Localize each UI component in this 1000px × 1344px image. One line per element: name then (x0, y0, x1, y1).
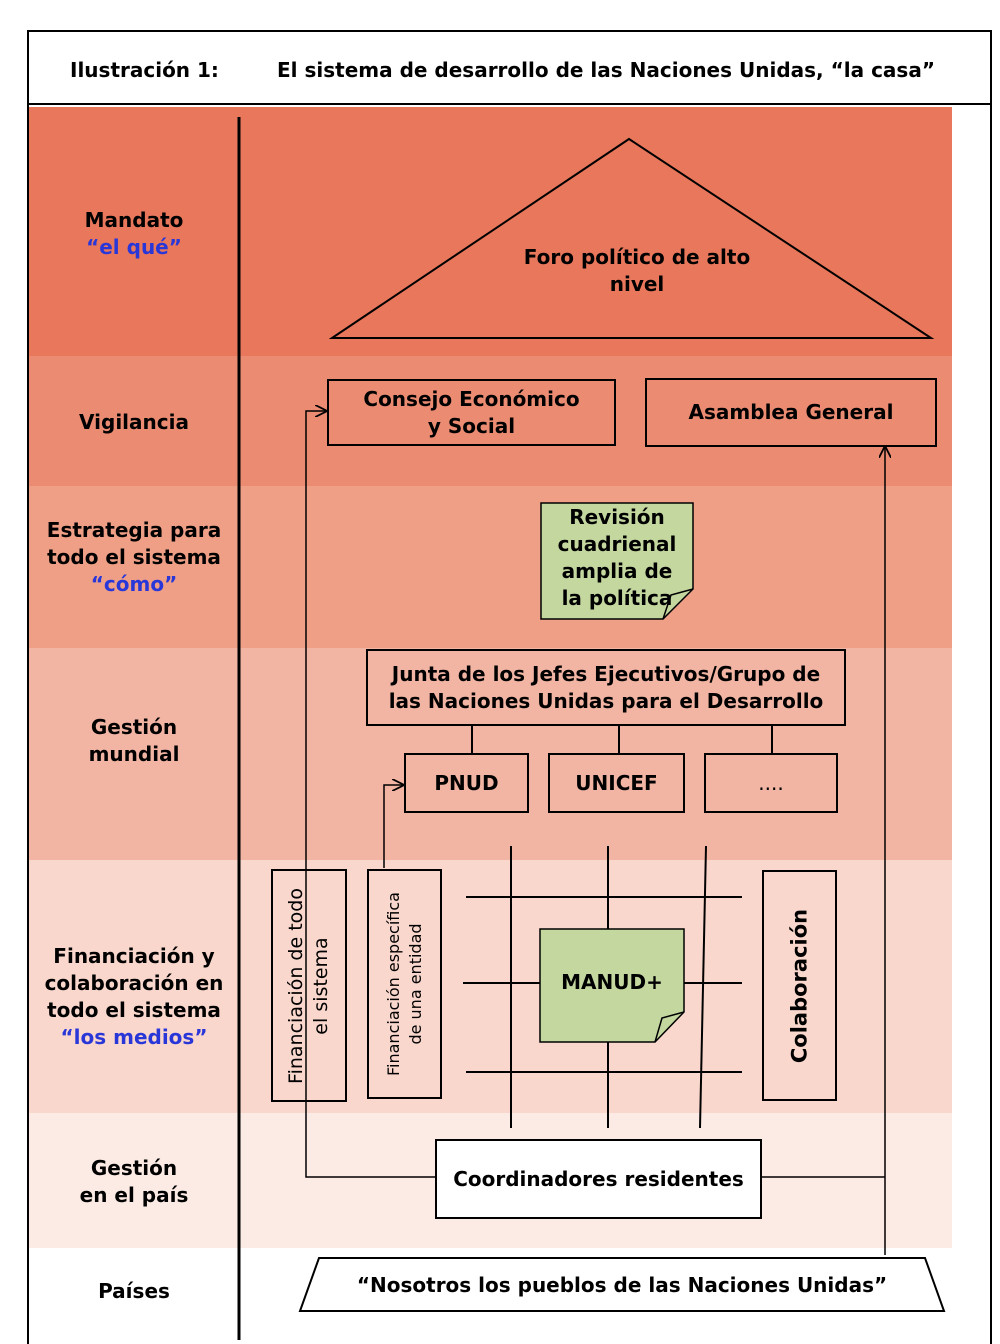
figure-label: Ilustración 1: (70, 58, 219, 82)
fin-especifica-text: Financiación específica de una entidad (383, 892, 427, 1076)
mandato-label: Mandato (84, 208, 184, 232)
pnud-label: PNUD (434, 770, 499, 795)
revision-line4: la política (561, 586, 673, 610)
row-label-paises: Países (29, 1278, 239, 1305)
figure-frame (27, 30, 992, 1344)
revision-note (540, 502, 694, 620)
band-vigilancia (29, 356, 952, 486)
junta-line2: las Naciones Unidas para el Desarrollo (388, 688, 824, 713)
asamblea-label: Asamblea General (688, 400, 894, 424)
unicef-box: UNICEF (548, 753, 685, 813)
junta-box: Junta de los Jefes Ejecutivos/Grupo de l… (366, 649, 846, 726)
manud-note (539, 928, 685, 1043)
gestion-mundial-line1: Gestión (90, 715, 178, 739)
band-estrategia (29, 486, 952, 648)
foro-triangle (328, 137, 935, 339)
revision-line2: cuadrienal (557, 532, 677, 556)
row-label-vigilancia: Vigilancia (29, 409, 239, 436)
revision-line1: Revisión (569, 505, 665, 529)
row-label-estrategia: Estrategia para todo el sistema “cómo” (29, 517, 239, 598)
pueblos-label: “Nosotros los pueblos de las Naciones Un… (356, 1273, 888, 1297)
foro-line1: Foro político de alto (523, 245, 751, 269)
financiacion-line2: colaboración en (44, 971, 224, 995)
row-label-financiacion: Financiación y colaboración en todo el s… (29, 943, 239, 1051)
unicef-label: UNICEF (575, 770, 658, 795)
revision-line3: amplia de (561, 559, 673, 583)
more-label: .... (758, 770, 784, 795)
manud-text: MANUD+ (540, 969, 684, 996)
paises-label: Países (98, 1279, 170, 1303)
junta-line1: Junta de los Jefes Ejecutivos/Grupo de (391, 661, 821, 686)
asamblea-box: Asamblea General (645, 378, 937, 447)
fin-especifica-box: Financiación específica de una entidad (367, 869, 442, 1099)
foro-label: Foro político de alto nivel (500, 244, 774, 298)
coordinadores-box: Coordinadores residentes (435, 1139, 762, 1219)
row-label-gestion-pais: Gestión en el país (29, 1155, 239, 1209)
mandato-sub: “el qué” (86, 235, 182, 259)
foro-line2: nivel (609, 272, 665, 296)
financiacion-sub: “los medios” (60, 1025, 208, 1049)
revision-text: Revisión cuadrienal amplia de la polític… (541, 504, 693, 612)
band-financiacion (29, 860, 952, 1113)
coordinadores-label: Coordinadores residentes (453, 1166, 744, 1191)
manud-label: MANUD+ (561, 970, 663, 994)
fin-todo-text: Financiación de todo el sistema (284, 888, 334, 1084)
row-label-gestion-mundial: Gestión mundial (29, 714, 239, 768)
financiacion-line3: todo el sistema (47, 998, 221, 1022)
fin-especifica-line2: de una entidad (405, 923, 425, 1045)
fin-todo-box: Financiación de todo el sistema (271, 869, 347, 1102)
figure-title: El sistema de desarrollo de las Naciones… (277, 58, 935, 82)
pueblos-shape (298, 1257, 946, 1312)
consejo-box: Consejo Económico y Social (327, 379, 616, 446)
estrategia-sub: “cómo” (90, 572, 178, 596)
pnud-box: PNUD (404, 753, 529, 813)
colaboracion-label: Colaboración (787, 908, 811, 1063)
consejo-line1: Consejo Económico (363, 386, 580, 411)
colaboracion-box: Colaboración (762, 870, 837, 1101)
title-bar (27, 30, 992, 105)
row-label-mandato: Mandato “el qué” (29, 207, 239, 261)
gestion-mundial-line2: mundial (88, 742, 180, 766)
gestion-pais-line1: Gestión (90, 1156, 178, 1180)
estrategia-line1: Estrategia para (46, 518, 222, 542)
fin-todo-line2: el sistema (310, 936, 332, 1035)
estrategia-line2: todo el sistema (47, 545, 221, 569)
colaboracion-text: Colaboración (787, 908, 812, 1062)
vigilancia-label: Vigilancia (79, 410, 189, 434)
gestion-pais-line2: en el país (79, 1183, 189, 1207)
more-agencies-box: .... (704, 753, 838, 813)
fin-especifica-line1: Financiación específica (383, 892, 403, 1076)
pueblos-text: “Nosotros los pueblos de las Naciones Un… (300, 1272, 944, 1299)
fin-todo-line1: Financiación de todo (285, 887, 307, 1084)
consejo-line2: y Social (427, 413, 516, 438)
financiacion-line1: Financiación y (53, 944, 215, 968)
